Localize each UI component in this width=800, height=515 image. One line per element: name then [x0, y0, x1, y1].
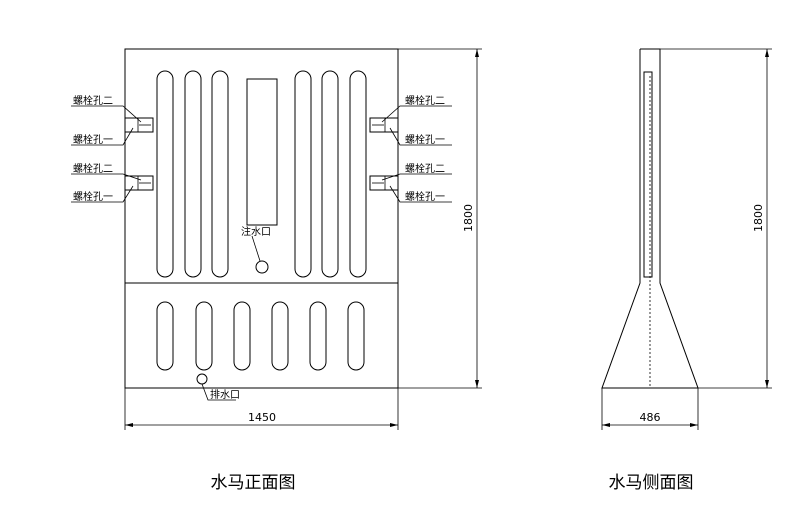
bolt-hole-1-label: 螺栓孔一 — [73, 190, 113, 203]
lower-slot — [156, 301, 174, 371]
bolt-leader — [389, 127, 452, 146]
side-width-dim: 486 — [640, 411, 661, 424]
side-inner-slot — [643, 71, 653, 278]
front-width-dim: 1450 — [248, 411, 276, 424]
bolt-leader — [389, 185, 452, 203]
drain-port-leader — [201, 383, 236, 401]
dim-arrow — [125, 423, 133, 427]
lower-slot — [233, 301, 251, 371]
lower-slot — [309, 301, 327, 371]
lower-slot — [271, 301, 289, 371]
bolt-recess-right — [369, 175, 399, 191]
dim-arrow — [602, 423, 610, 427]
bolt-recess-left — [124, 175, 154, 191]
drain-port-label: 排水口 — [210, 388, 240, 401]
bolt-leader — [71, 127, 134, 146]
center-panel — [246, 78, 278, 226]
fill-port-leader — [251, 235, 261, 262]
bolt-hole-2-label: 螺栓孔二 — [405, 162, 445, 175]
front-height-dim: 1800 — [462, 204, 475, 232]
bolt-hole-1-label: 螺栓孔一 — [405, 133, 445, 146]
side-view-caption: 水马侧面图 — [609, 473, 694, 493]
upper-slot — [294, 70, 312, 278]
bolt-hole-2-label: 螺栓孔二 — [405, 94, 445, 107]
dim-arrow — [765, 49, 769, 57]
dim-arrow — [690, 423, 698, 427]
upper-slot — [321, 70, 339, 278]
bolt-leader — [71, 185, 134, 203]
front-view: 注水口 排水口 螺栓孔二 螺栓孔一 螺栓孔二 螺栓孔一 — [71, 48, 482, 493]
dim-arrow — [475, 380, 479, 388]
bolt-leader — [71, 105, 142, 123]
upper-slot — [184, 70, 202, 278]
bolt-leader — [71, 173, 142, 181]
fill-port-circle — [255, 260, 269, 274]
bolt-recess-right — [369, 117, 399, 133]
dim-arrow — [765, 380, 769, 388]
bolt-hole-2-label: 螺栓孔二 — [73, 162, 113, 175]
bolt-leader — [381, 173, 452, 181]
upper-slot — [349, 70, 367, 278]
bolt-hole-1-label: 螺栓孔一 — [405, 190, 445, 203]
bolt-hole-1-label: 螺栓孔一 — [73, 133, 113, 146]
lower-slot — [347, 301, 365, 371]
drain-port-circle — [196, 373, 208, 385]
front-outline — [124, 48, 399, 389]
side-view: 486 1800 水马侧面图 — [601, 48, 772, 493]
upper-slot — [156, 70, 174, 278]
bolt-leader — [381, 105, 452, 123]
lower-slot — [195, 301, 213, 371]
fill-port-label: 注水口 — [241, 225, 271, 238]
dim-arrow — [390, 423, 398, 427]
front-view-caption: 水马正面图 — [211, 473, 296, 493]
side-height-dim: 1800 — [752, 204, 765, 232]
upper-slot — [211, 70, 229, 278]
dim-arrow — [475, 49, 479, 57]
bolt-recess-left — [124, 117, 154, 133]
bolt-hole-2-label: 螺栓孔二 — [73, 94, 113, 107]
